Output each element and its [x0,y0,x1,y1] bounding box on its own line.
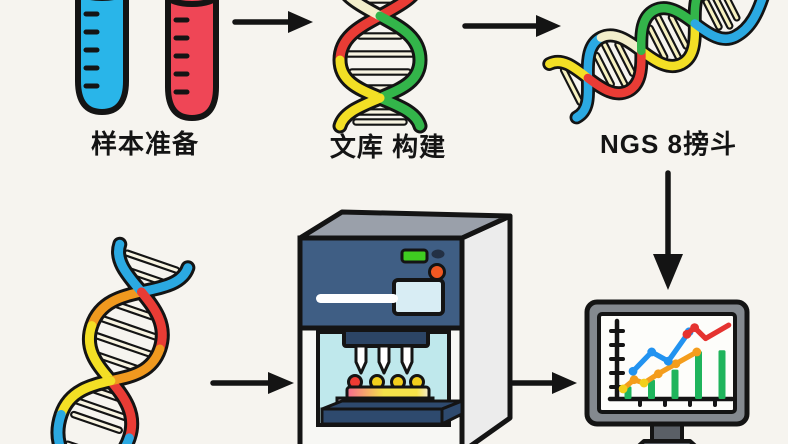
arrow-right-icon [232,11,313,33]
monitor-chart-icon [584,299,750,444]
dna-strand-a [335,0,425,131]
panel-slit [316,294,398,303]
dna-helix-sample-icon [50,236,196,444]
dna-helix-ngs-icon [542,0,771,125]
power-button-icon [428,263,446,281]
arrow-right-icon [510,372,577,394]
tube-tick-marks [83,11,100,89]
label-sample-prep: 样本准备 [90,129,199,159]
monitor-base [637,439,697,444]
machine-display [392,278,445,316]
label-ngs-sequencing: NGS 8搒斗 [599,129,738,159]
test-tube-blue-icon [75,0,129,116]
dna-helix-library-icon [332,0,428,134]
tube-tick-marks [173,17,190,95]
results-chart [618,322,732,399]
dna-strand-b [84,263,193,444]
sequencer-machine-icon [297,209,513,444]
machine-right-face [459,213,513,444]
pipette-tips [354,344,414,375]
chart-axes [607,318,735,407]
dna-rungs [344,0,416,126]
stage-base [320,399,464,426]
test-tube-red-icon [165,0,219,122]
dna-rungs [559,0,741,106]
status-led-icon [400,248,429,264]
label-library-construction: 文库 构建 [329,132,447,162]
pipette-manifold [342,328,430,348]
arrow-down-icon [653,170,683,290]
indicator-dot-icon [431,249,445,259]
arrow-right-icon [462,15,561,37]
dna-strand-a [545,0,768,98]
sample-wells [347,374,425,390]
arrow-right-icon [210,372,294,394]
dna-rungs [64,249,181,444]
